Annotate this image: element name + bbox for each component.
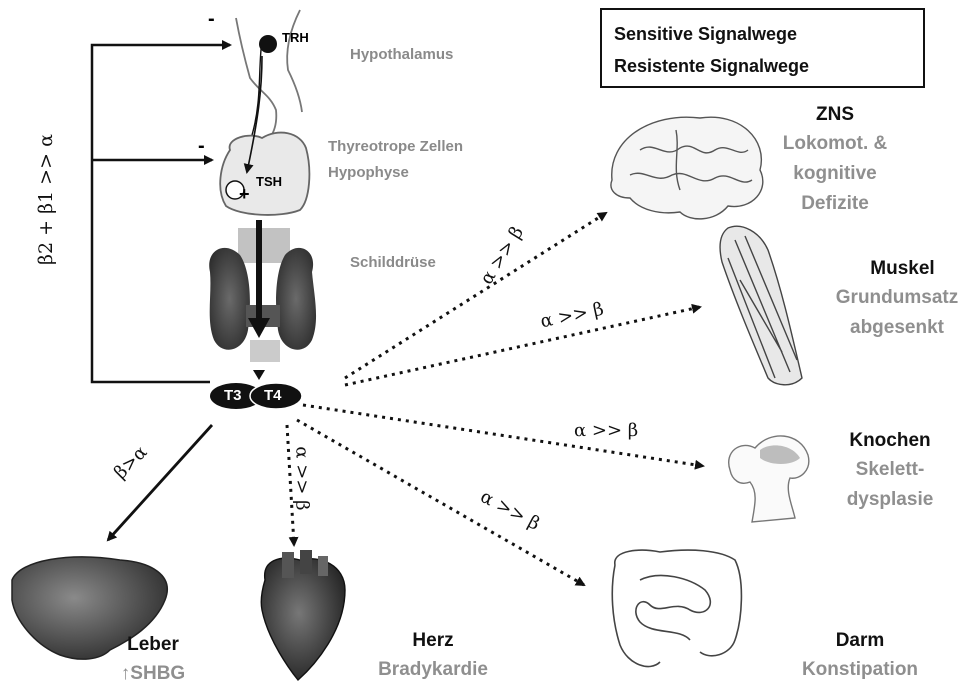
hypothalamus-label: Hypothalamus	[350, 46, 453, 63]
feedback-minus-hypothalamus: -	[208, 8, 215, 31]
herz-title: Herz	[368, 630, 498, 652]
t3t4-small-arrowhead	[253, 370, 265, 380]
edge-label-herz: α >> β	[292, 446, 313, 510]
trh-neuron-icon	[259, 35, 277, 53]
t3-label: T3	[224, 387, 242, 404]
tsh-label: TSH	[256, 174, 282, 189]
legend-sensitive-label: Sensitive Signalwege	[614, 24, 797, 45]
zns-title: ZNS	[770, 104, 900, 126]
t4-label: T4	[264, 387, 282, 404]
edge-label-knochen: α >> β	[574, 420, 638, 441]
leber-title: Leber	[108, 634, 198, 656]
herz-effect-line1: Bradykardie	[368, 656, 498, 684]
muskel-title: Muskel	[830, 258, 975, 280]
muscle-icon	[720, 226, 802, 385]
brain-icon	[611, 117, 763, 219]
feedback-bracket	[92, 45, 230, 382]
zns-effect-line3: Defizite	[760, 190, 910, 218]
heart-icon	[261, 550, 345, 680]
zns-effect-line2: kognitive	[760, 160, 910, 188]
muskel-effect-line1: Grundumsatz	[822, 284, 972, 312]
darm-effect-line1: Konstipation	[790, 656, 930, 684]
knochen-effect-line1: Skelett-	[820, 456, 960, 484]
tsh-plus-sign: +	[239, 184, 250, 205]
thyreotrope-label-line1: Thyreotrope Zellen	[328, 138, 463, 155]
trh-label: TRH	[282, 30, 309, 45]
muskel-effect-line2: abgesenkt	[822, 314, 972, 342]
feedback-minus-pituitary: -	[198, 135, 205, 158]
leber-effect-line1: ↑SHBG	[108, 660, 198, 688]
schilddruese-label: Schilddrüse	[350, 254, 436, 271]
bone-icon	[729, 436, 809, 522]
feedback-label: β2 + β1 >> α	[35, 175, 57, 265]
knochen-effect-line2: dysplasie	[820, 486, 960, 514]
thyreotrope-label-line2: Hypophyse	[328, 164, 409, 181]
knochen-title: Knochen	[820, 430, 960, 452]
intestine-icon	[612, 550, 741, 666]
thyroid-downward-arrowhead	[248, 318, 270, 338]
darm-title: Darm	[790, 630, 930, 652]
legend-resistant-label: Resistente Signalwege	[614, 56, 809, 77]
legend-box: Sensitive Signalwege Resistente Signalwe…	[600, 8, 925, 88]
zns-effect-line1: Lokomot. &	[760, 130, 910, 158]
thyroid-icon	[209, 228, 316, 362]
